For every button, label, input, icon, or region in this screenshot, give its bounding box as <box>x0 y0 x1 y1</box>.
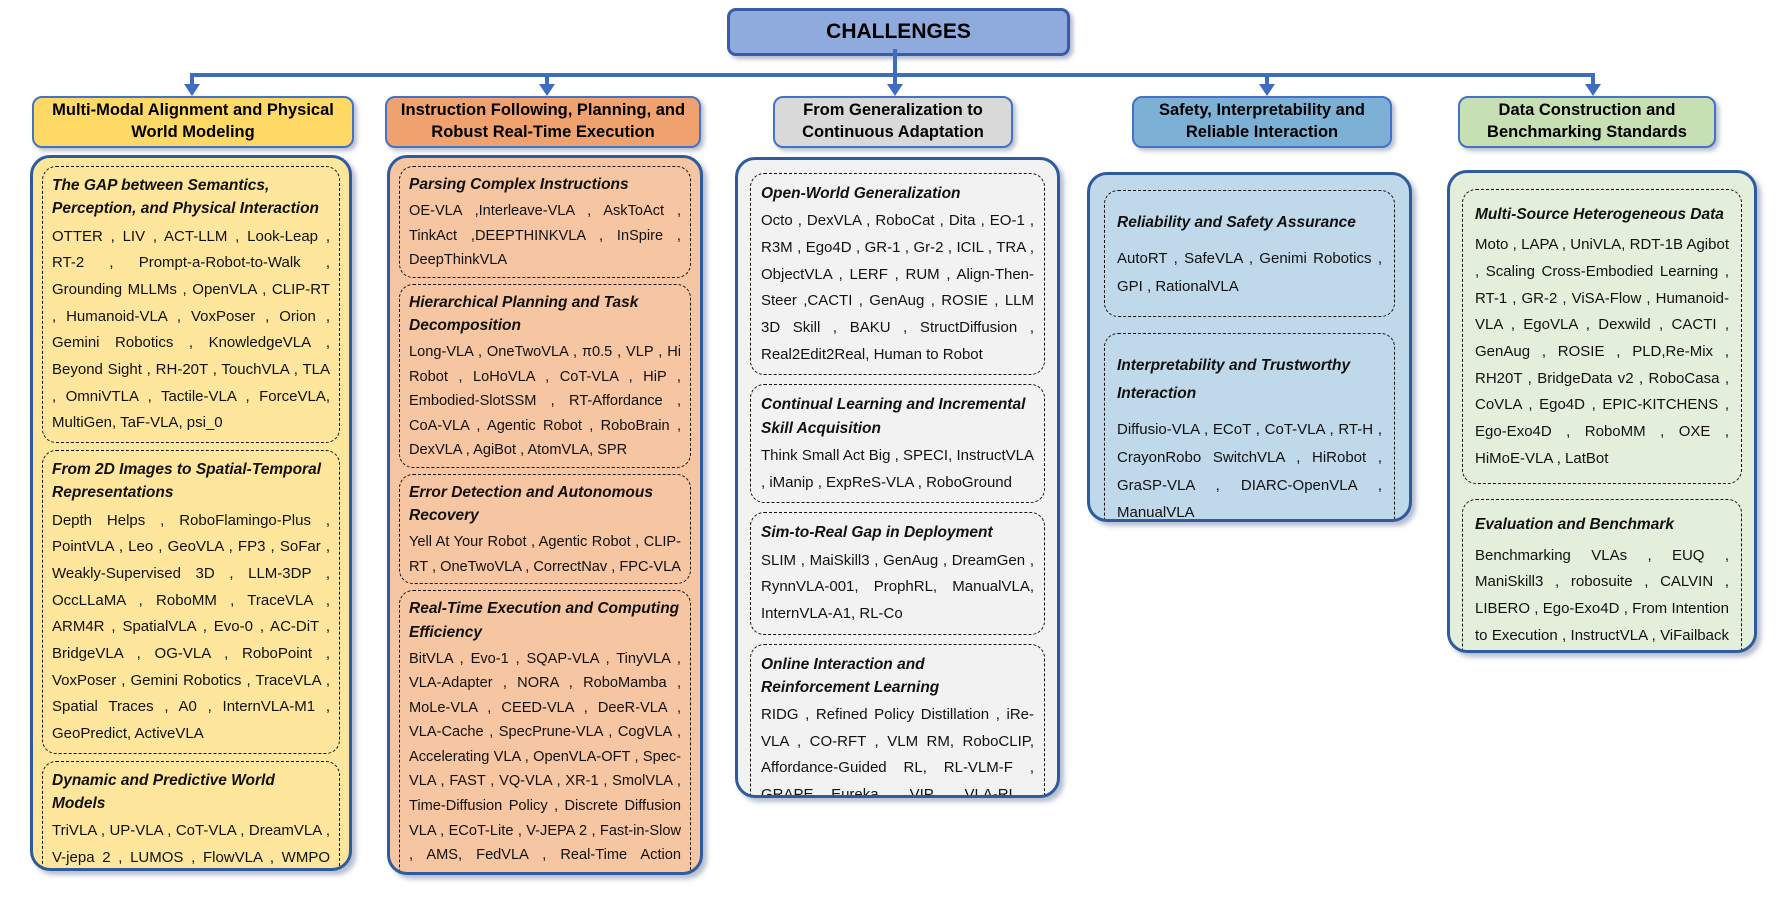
connector-drop-4 <box>1265 76 1269 85</box>
section-title: Dynamic and Predictive World Models <box>52 771 275 812</box>
arrow-down-icon <box>184 84 200 96</box>
arrow-down-icon <box>887 84 903 96</box>
section-items: Depth Helps , RoboFlamingo-Plus , PointV… <box>52 511 330 743</box>
section-reliability-safety: Reliability and Safety Assurance AutoRT … <box>1104 190 1395 318</box>
section-items: TriVLA , UP-VLA , CoT-VLA , DreamVLA , V… <box>52 822 330 866</box>
section-items: OTTER , LIV , ACT-LLM , Look-Leap , RT-2… <box>52 227 330 432</box>
section-title: From 2D Images to Spatial-Temporal Repre… <box>52 461 322 502</box>
section-items: SLIM , MaiSkill3 , GenAug , DreamGen , R… <box>761 551 1034 622</box>
section-items: Diffusio-VLA , ECoT , CoT-VLA , RT-H , C… <box>1117 421 1382 522</box>
connector-root-stem <box>893 49 897 75</box>
section-title: Hierarchical Planning and Task Decomposi… <box>409 293 639 335</box>
section-2d-to-spatial-temporal: From 2D Images to Spatial-Temporal Repre… <box>42 450 340 754</box>
section-world-models: Dynamic and Predictive World Models TriV… <box>42 760 340 868</box>
section-items: Benchmarking VLAs , EUQ , ManiSkill3 , r… <box>1475 546 1729 644</box>
section-items: BitVLA , Evo-1 , SQAP-VLA , TinyVLA , VL… <box>409 650 681 872</box>
branch-header-multimodal-alignment: Multi-Modal Alignment and Physical World… <box>32 96 354 148</box>
section-title: Real-Time Execution and Computing Effici… <box>409 600 680 641</box>
branch-panel-multimodal-alignment: The GAP between Semantics, Perception, a… <box>30 155 352 871</box>
section-title: Reliability and Safety Assurance <box>1117 214 1356 231</box>
section-title: Open-World Generalization <box>761 185 961 202</box>
section-items: Think Small Act Big , SPECI, InstructVLA… <box>761 446 1034 491</box>
section-items: Moto , LAPA , UniVLA, RDT-1B Agibot , Sc… <box>1475 236 1729 467</box>
branch-panel-data-benchmarking: Multi-Source Heterogeneous Data Moto , L… <box>1447 170 1757 653</box>
connector-drop-1 <box>190 76 194 85</box>
section-online-rl: Online Interaction and Reinforcement Lea… <box>750 643 1045 798</box>
section-items: Octo , DexVLA , RoboCat , Dita , EO-1 , … <box>761 212 1034 363</box>
arrow-down-icon <box>1259 84 1275 96</box>
branch-panel-instruction-following: Parsing Complex Instructions OE-VLA ,Int… <box>387 155 703 875</box>
connector-drop-5 <box>1591 76 1595 85</box>
section-continual-learning: Continual Learning and Incremental Skill… <box>750 384 1045 504</box>
section-title: Error Detection and Autonomous Recovery <box>409 483 653 525</box>
branch-header-generalization-adaptation: From Generalization to Continuous Adapta… <box>773 96 1013 148</box>
arrow-down-icon <box>539 84 555 96</box>
section-realtime-efficiency: Real-Time Execution and Computing Effici… <box>399 590 691 872</box>
connector-drop-3 <box>893 76 897 85</box>
section-items: OE-VLA ,Interleave-VLA , AskToAct , Tink… <box>409 203 681 269</box>
section-hierarchical-planning: Hierarchical Planning and Task Decomposi… <box>399 283 691 468</box>
section-items: AutoRT , SafeVLA , Genimi Robotics , GPI… <box>1117 249 1382 295</box>
connector-drop-2 <box>545 76 549 85</box>
section-interpretability-trustworthy: Interpretability and Trustworthy Interac… <box>1104 333 1395 522</box>
section-title: Sim-to-Real Gap in Deployment <box>761 524 993 542</box>
arrow-down-icon <box>1585 84 1601 96</box>
branch-header-instruction-following: Instruction Following, Planning, and Rob… <box>385 96 701 148</box>
root-node-challenges: CHALLENGES <box>727 8 1070 56</box>
section-parsing-instructions: Parsing Complex Instructions OE-VLA ,Int… <box>399 166 691 278</box>
section-title: Continual Learning and Incremental Skill… <box>761 396 1026 437</box>
branch-header-safety-interpretability: Safety, Interpretability and Reliable In… <box>1132 96 1392 148</box>
section-open-world-generalization: Open-World Generalization Octo , DexVLA … <box>750 173 1045 376</box>
section-items: Yell At Your Robot , Agentic Robot , CLI… <box>409 534 681 575</box>
connector-horizontal-line <box>190 73 1595 77</box>
section-items: RIDG , Refined Policy Distillation , iRe… <box>761 706 1034 798</box>
branch-panel-generalization-adaptation: Open-World Generalization Octo , DexVLA … <box>735 157 1060 798</box>
section-multi-source-data: Multi-Source Heterogeneous Data Moto , L… <box>1462 189 1742 485</box>
section-title: The GAP between Semantics, Perception, a… <box>52 177 320 218</box>
section-title: Evaluation and Benchmark <box>1475 516 1674 534</box>
section-sim-to-real-gap: Sim-to-Real Gap in Deployment SLIM , Mai… <box>750 512 1045 635</box>
section-title: Online Interaction and Reinforcement Lea… <box>761 655 940 696</box>
section-items: Long-VLA , OneTwoVLA , π0.5 , VLP , Hi R… <box>409 344 681 459</box>
section-error-detection-recovery: Error Detection and Autonomous Recovery … <box>399 473 691 585</box>
section-semantics-gap: The GAP between Semantics, Perception, a… <box>42 166 340 443</box>
branch-header-data-benchmarking: Data Construction and Benchmarking Stand… <box>1458 96 1716 148</box>
section-title: Interpretability and Trustworthy Interac… <box>1117 357 1351 403</box>
section-title: Parsing Complex Instructions <box>409 176 629 193</box>
branch-panel-safety-interpretability: Reliability and Safety Assurance AutoRT … <box>1087 172 1412 522</box>
section-evaluation-benchmark: Evaluation and Benchmark Benchmarking VL… <box>1462 499 1742 650</box>
section-title: Multi-Source Heterogeneous Data <box>1475 206 1724 223</box>
